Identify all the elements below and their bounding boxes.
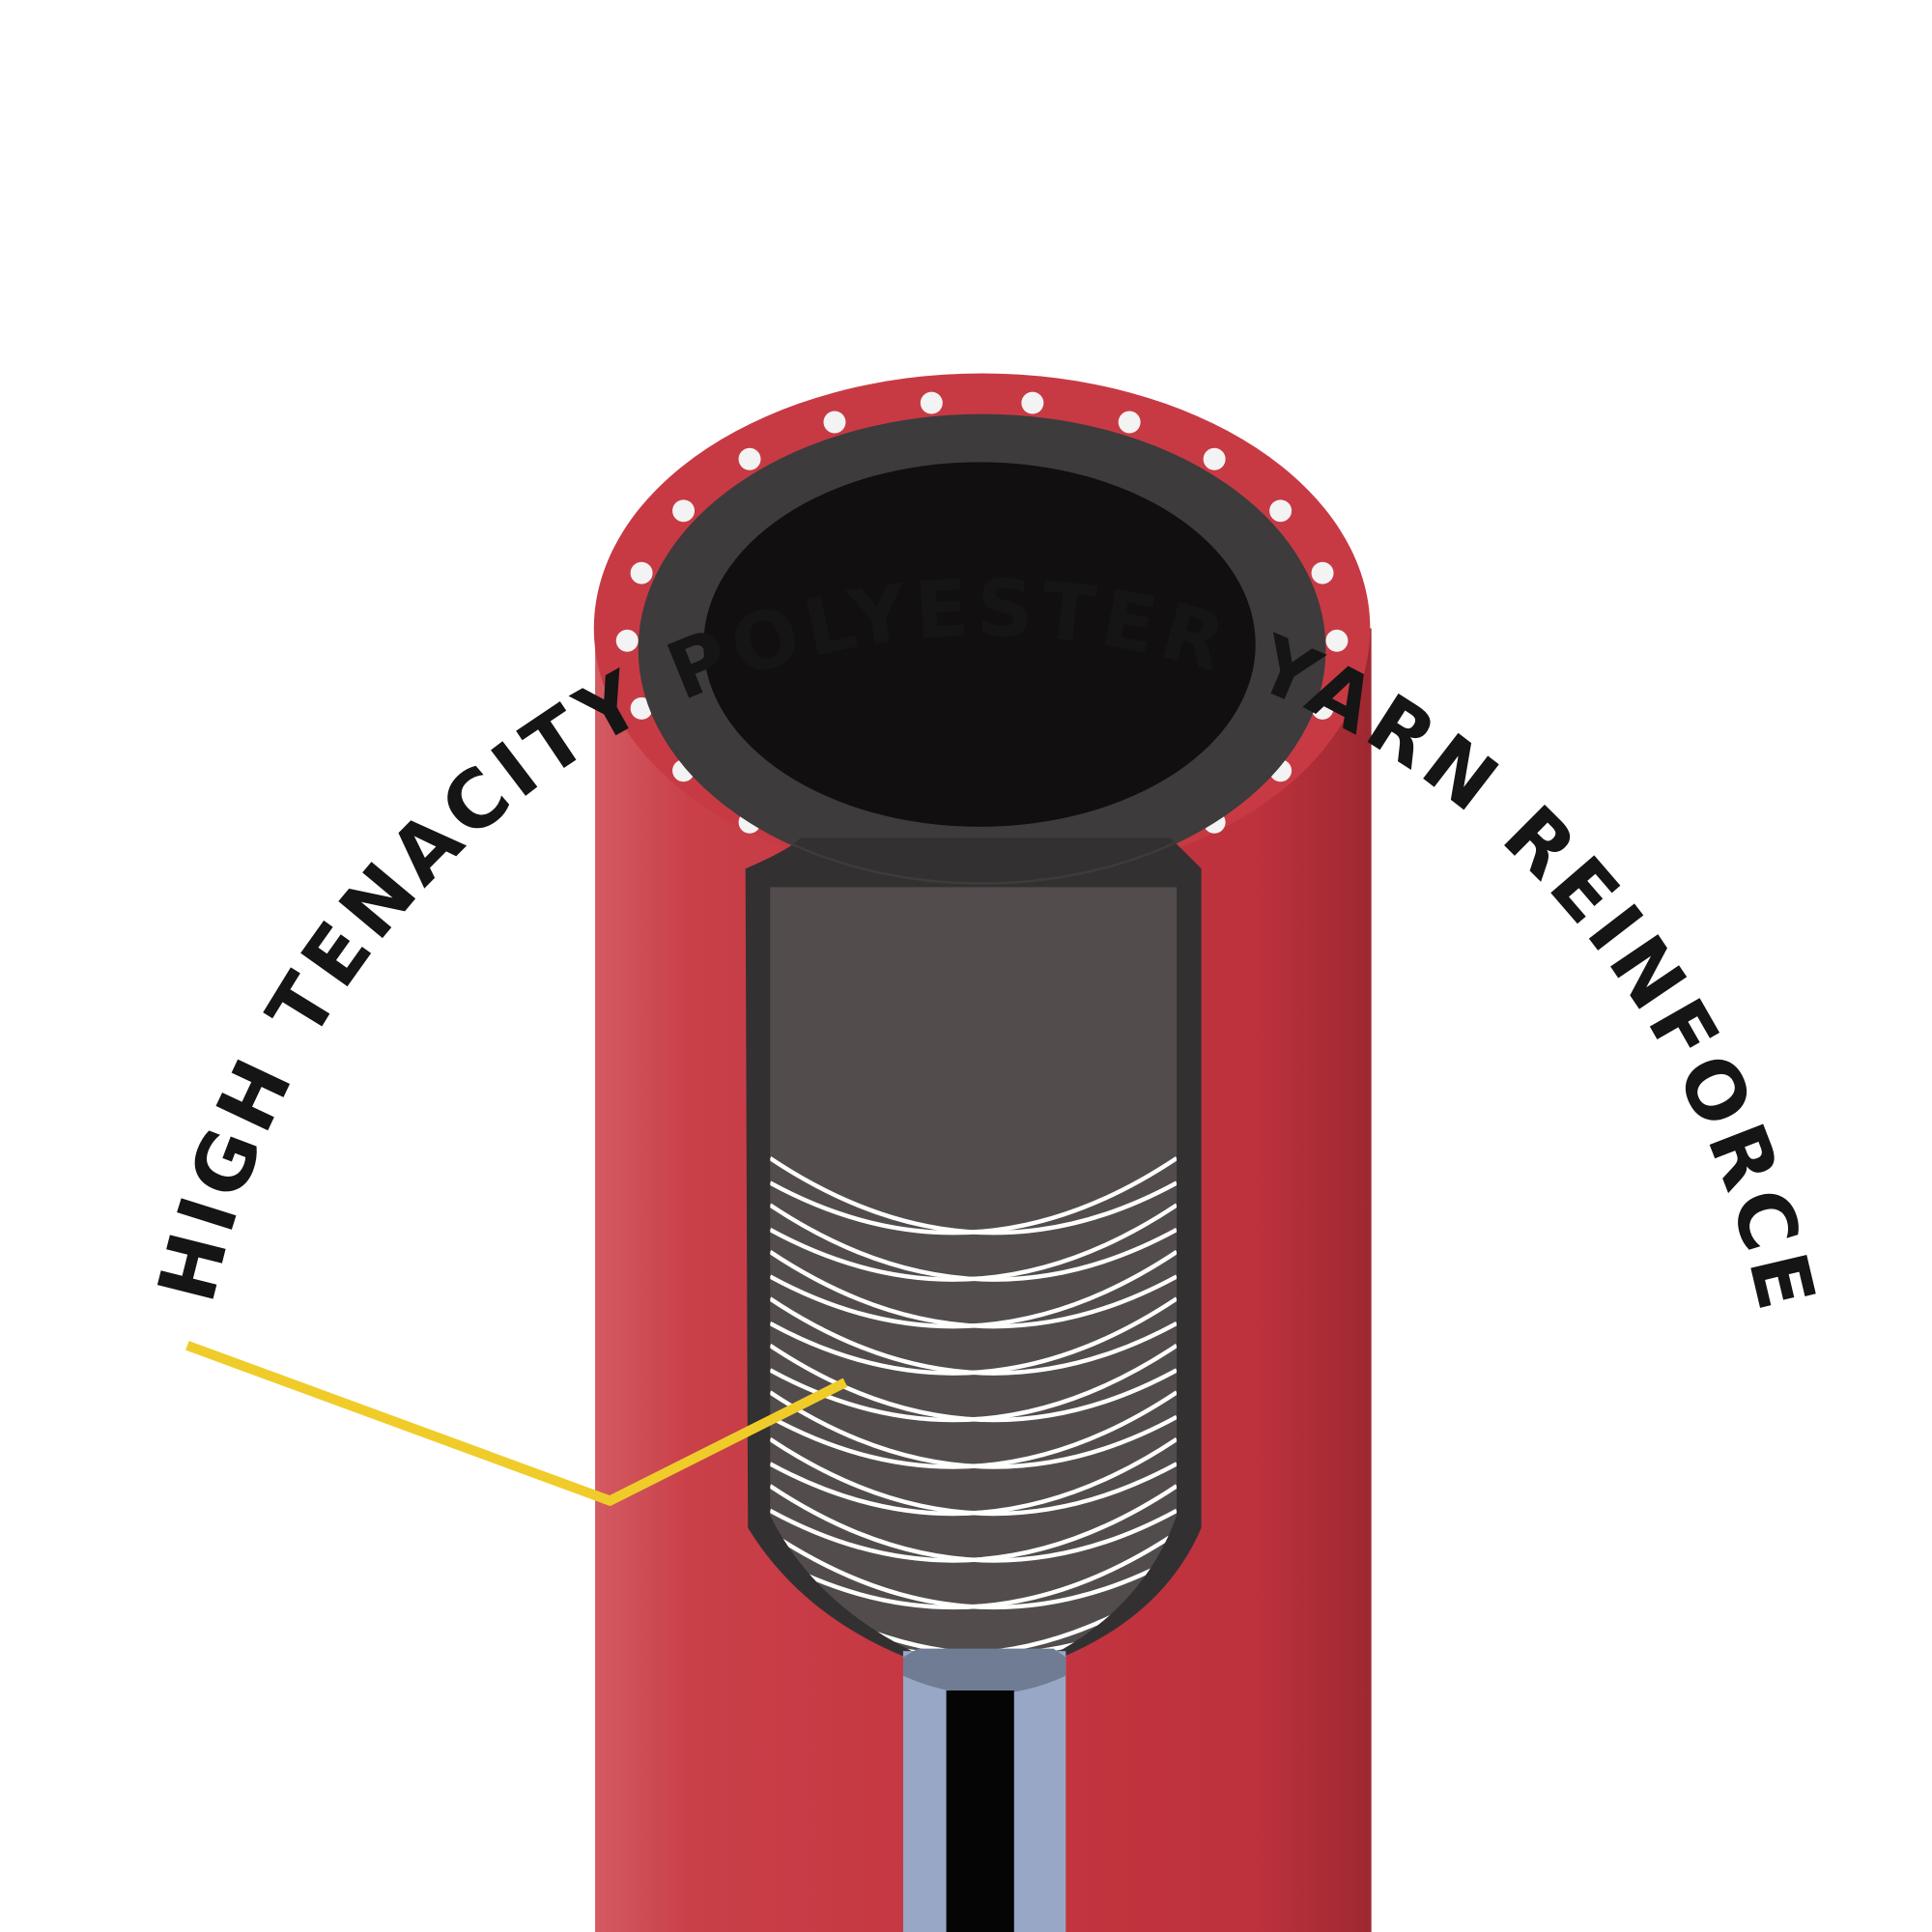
yarn-strand <box>770 1484 1178 1563</box>
cutaway-inner <box>770 887 1178 1652</box>
yarn-dot <box>1311 561 1334 584</box>
yarn-strand <box>770 1343 1178 1423</box>
yarn-dot <box>823 411 846 434</box>
yarn-dot <box>1325 629 1349 652</box>
yarn-dot <box>1021 391 1044 414</box>
stripe-core <box>946 1690 1014 1932</box>
yarn-dot <box>920 391 943 414</box>
yarn-strand <box>770 1530 1178 1610</box>
yarn-dot <box>615 629 639 652</box>
yarn-strand <box>770 1390 1178 1469</box>
leader-line <box>185 1341 848 1507</box>
yarn-strand <box>770 1156 1178 1236</box>
yarn-dot <box>738 447 761 470</box>
inner-tube-lower-edge <box>638 413 1326 885</box>
yarn-dot <box>630 696 653 720</box>
yarn-dot <box>1311 696 1334 720</box>
yarn-dot <box>630 561 653 584</box>
stripe-top <box>902 1648 1066 1694</box>
yarn-dot <box>1269 499 1293 523</box>
yarn-strand <box>770 1203 1178 1282</box>
yarn-dot <box>1118 411 1141 434</box>
hose-bore <box>703 462 1256 827</box>
yarn-dot <box>1203 447 1226 470</box>
yarn-strand <box>770 1436 1178 1517</box>
yarn-dot <box>672 499 696 523</box>
yarn-strand <box>770 1250 1178 1329</box>
yarn-strand <box>770 1296 1178 1376</box>
